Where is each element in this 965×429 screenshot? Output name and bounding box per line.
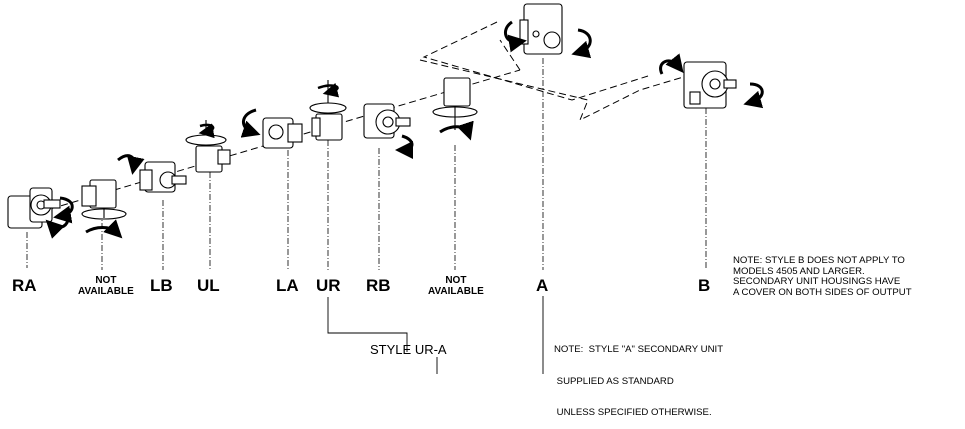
- style-ur-a-prefix: STYLE: [370, 342, 412, 357]
- gearbox-ra: [7, 187, 61, 229]
- rotation-arrow-ra-1: [53, 196, 74, 224]
- gearbox-b: [683, 61, 737, 109]
- note-b-line-2: MODELS 4505 AND LARGER.: [733, 265, 865, 277]
- label-ur: UR: [316, 276, 341, 295]
- rotation-arrow-b-left: [659, 53, 684, 75]
- rotation-arrow-ra-2: [45, 219, 70, 239]
- rotation-arrow-na1-top: [117, 154, 145, 175]
- note-style-b: NOTE: STYLE B DOES NOT APPLY TO MODELS 4…: [733, 255, 912, 298]
- rotation-arrow-a-right: [571, 28, 592, 59]
- note-b-line-3: SECONDARY UNIT HOUSINGS HAVE: [733, 276, 901, 287]
- leader-lines: [26, 58, 707, 270]
- gearbox-lb: [139, 161, 187, 193]
- label-not-available-1-line2: AVAILABLE: [78, 286, 134, 297]
- note-a-line-1: NOTE: STYLE "A" SECONDARY UNIT: [554, 344, 724, 355]
- label-not-available-1: NOT AVAILABLE: [78, 275, 134, 297]
- label-ul: UL: [197, 276, 220, 295]
- note-b-line-4: A COVER ON BOTH SIDES OF OUTPUT: [733, 286, 912, 298]
- rotation-arrow-rb: [395, 134, 414, 159]
- gearbox-ur: [309, 80, 347, 141]
- callout-lines: [327, 296, 544, 374]
- note-b-line-1: NOTE: STYLE B DOES NOT APPLY TO: [733, 255, 905, 266]
- rotation-arrow-la: [240, 108, 261, 138]
- dashed-axis: [39, 39, 706, 213]
- label-not-available-2-line1: NOT: [445, 275, 467, 286]
- rotation-arrow-ul: [198, 123, 215, 139]
- label-ra: RA: [12, 276, 37, 295]
- note-style-a: NOTE: STYLE "A" SECONDARY UNIT SUPPLIED …: [554, 324, 723, 429]
- dashed-plane: [422, 21, 649, 101]
- style-ur-a-code: UR-A: [414, 342, 447, 357]
- gearbox-rb: [363, 103, 411, 139]
- gearbox-la: [262, 117, 303, 149]
- label-a: A: [536, 276, 549, 295]
- rotation-arrow-b-right: [743, 82, 764, 109]
- gearbox-style-diagram: [7, 3, 764, 374]
- rotation-arrow-ur: [317, 82, 340, 98]
- label-lb: LB: [150, 276, 173, 295]
- rotation-arrow-na1: [85, 219, 123, 239]
- note-a-line-3: UNLESS SPECIFIED OTHERWISE.: [554, 407, 712, 418]
- gearbox-not-available-1: [81, 179, 127, 220]
- label-not-available-2-line2: AVAILABLE: [428, 286, 484, 297]
- gearbox-ul: [185, 120, 231, 173]
- gearbox-a: [519, 3, 563, 55]
- label-not-available-1-line1: NOT: [95, 275, 117, 286]
- label-la: LA: [276, 276, 299, 295]
- rotation-arrow-na2: [439, 120, 474, 141]
- label-b: B: [698, 276, 711, 295]
- gearbox-not-available-2: [432, 77, 478, 130]
- style-ur-a-callout: STYLE UR-A: [370, 343, 447, 357]
- label-rb: RB: [366, 276, 391, 295]
- label-not-available-2: NOT AVAILABLE: [428, 275, 484, 297]
- note-a-line-2: SUPPLIED AS STANDARD: [554, 375, 674, 387]
- rotation-arrow-a-left: [503, 20, 527, 53]
